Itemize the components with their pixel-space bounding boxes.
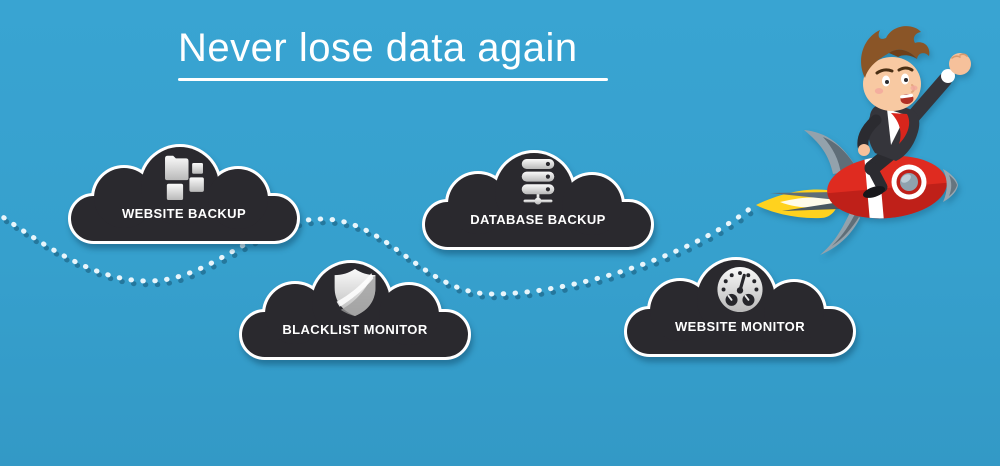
page-title: Never lose data again [178,26,578,70]
gauge-icon [717,266,763,313]
database-server-icon [521,159,555,205]
character-fist [949,53,971,75]
rocket-tail-fins [770,192,840,211]
cloud-label: BLACKLIST MONITOR [282,322,428,337]
cloud-label: WEBSITE BACKUP [121,206,247,221]
cloud-website-backup: WEBSITE BACKUP [68,144,300,244]
rocket-porthole [891,164,927,200]
rocket-nose-cone [943,169,958,202]
title-underline [178,78,608,81]
character-shoe [862,186,886,198]
cloud-database-backup: DATABASE BACKUP [422,150,654,250]
character-head [861,26,930,111]
character-hair [861,26,930,78]
character-raised-arm [905,53,971,125]
title-block: Never lose data again [178,26,608,81]
cloud-blacklist-monitor: BLACKLIST MONITOR [239,260,471,360]
rocket-bottom-fin [820,208,860,255]
cloud-website-monitor: WEBSITE MONITOR [624,257,856,357]
rocket-top-fin [804,130,858,174]
folder-windows-icon [165,155,204,200]
cloud-label: DATABASE BACKUP [470,212,606,227]
businessman-riding-rocket [756,26,971,255]
businessman-character [857,26,971,198]
cloud-label: WEBSITE MONITOR [675,319,805,334]
shield-icon [334,269,376,316]
character-tie [891,113,910,144]
